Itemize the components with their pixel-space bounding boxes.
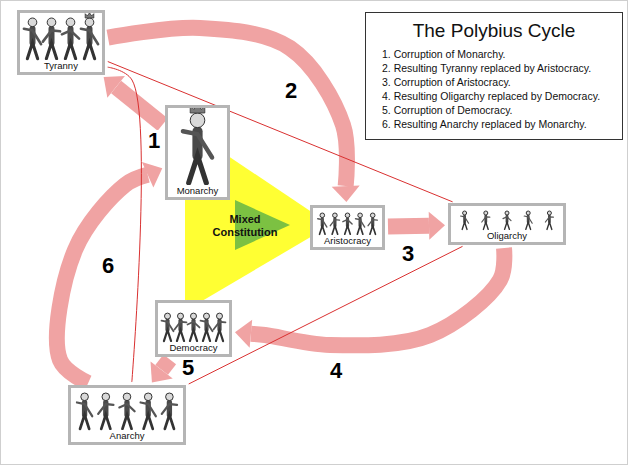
thin-link <box>108 67 142 382</box>
box-label: Tyranny <box>42 60 80 71</box>
person-figure <box>368 213 377 234</box>
list-item: 1. Corruption of Monarchy. <box>376 47 506 61</box>
person-figure <box>81 13 98 59</box>
person-figure <box>343 213 352 234</box>
picture-box: Aristocracy <box>310 205 385 250</box>
person-figure <box>175 313 187 341</box>
callout-number: 4 <box>328 360 344 382</box>
cycle-arrow <box>57 162 162 383</box>
list-item: 2. Resulting Tyranny replaced by Aristoc… <box>376 61 591 75</box>
list-item: 6. Resulting Anarchy replaced by Monarch… <box>376 117 587 131</box>
box-label: Democracy <box>167 342 219 353</box>
arrow-head <box>151 361 173 382</box>
list-item: 3. Corruption of Aristocracy. <box>376 75 511 89</box>
list-item: 4. Resulting Oligarchy replaced by Democ… <box>376 89 600 103</box>
picture-box: Monarchy <box>165 105 230 200</box>
arrow-head <box>142 162 162 188</box>
box-label: Oligarchy <box>485 230 529 241</box>
figure-group <box>183 108 212 183</box>
person-figure <box>482 211 490 229</box>
person-figure <box>214 313 226 341</box>
arrow-head <box>429 212 445 240</box>
person-figure <box>141 393 156 429</box>
callout-number: 2 <box>283 80 299 102</box>
picture-box: Oligarchy <box>448 203 566 245</box>
box-label: Aristocracy <box>322 235 373 246</box>
person-figure <box>43 18 60 59</box>
person-figure <box>524 211 532 229</box>
arrow-shaft <box>251 248 504 345</box>
cycle-arrow <box>235 248 504 348</box>
link-line <box>108 67 142 382</box>
person-figure <box>162 393 177 429</box>
person-figure <box>183 108 212 183</box>
figure-group <box>318 213 378 234</box>
callout-number: 5 <box>180 357 196 379</box>
person-figure <box>98 393 113 429</box>
list-item: 5. Corruption of Democracy. <box>376 103 513 117</box>
center-label: Mixed Constitution <box>205 213 285 239</box>
person-figure <box>503 211 511 229</box>
callout-number: 6 <box>100 255 116 277</box>
arrow-head <box>332 185 360 202</box>
person-figure <box>24 18 41 59</box>
figure-group <box>162 313 226 341</box>
person-figure <box>461 211 469 229</box>
person-figure <box>119 393 134 429</box>
person-figure <box>188 313 200 341</box>
figure-group <box>461 211 554 229</box>
picture-box: Democracy <box>155 300 232 357</box>
arrow-shaft <box>162 359 170 370</box>
picture-box: Anarchy <box>68 385 186 445</box>
illustration <box>168 108 227 197</box>
panel-title: The Polybius Cycle <box>413 19 576 43</box>
person-figure <box>201 313 213 341</box>
arrow-head <box>235 320 252 348</box>
person-figure <box>545 211 553 229</box>
arrow-head <box>104 76 125 98</box>
figure-group <box>77 393 177 429</box>
box-label: Anarchy <box>108 430 147 441</box>
arrow-shaft <box>388 218 429 235</box>
person-figure <box>62 18 79 59</box>
callout-number: 3 <box>400 243 416 265</box>
cycle-arrow <box>388 212 445 240</box>
person-figure <box>356 213 365 234</box>
box-label: Monarchy <box>175 185 221 196</box>
person-figure <box>318 213 327 234</box>
figure-group <box>24 13 98 59</box>
picture-box: Tyranny <box>17 10 105 75</box>
callout-number: 1 <box>146 130 162 152</box>
person-figure <box>330 213 339 234</box>
person-figure <box>162 313 174 341</box>
cycle-arrow <box>151 359 173 382</box>
person-figure <box>77 393 92 429</box>
legend-panel: The Polybius Cycle 1. Corruption of Monar… <box>365 12 623 140</box>
